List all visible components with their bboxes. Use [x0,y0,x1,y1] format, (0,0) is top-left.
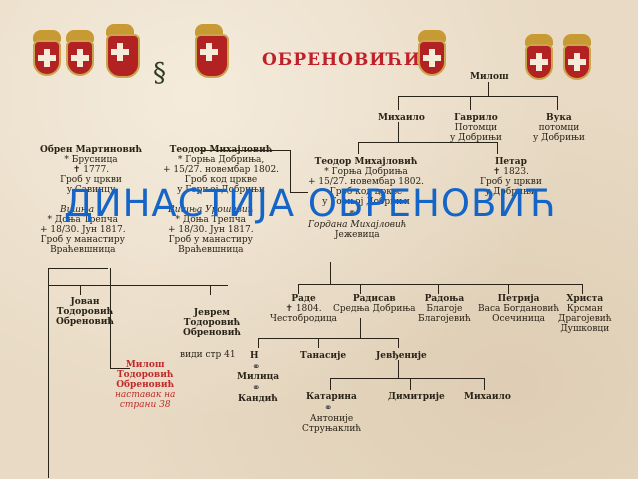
node-teodor-1-wife: Вишња Урошевић * Доња Трепча + 18/30. Ју… [168,205,254,255]
coat-of-arms-icon [106,34,140,78]
node-gavrilo: Гаврило Потомци у Добрињи [450,113,502,143]
crown-icon [33,30,61,42]
node-jevrem: Јеврем Тодоровић Обреновић [183,308,241,338]
crown-icon [525,34,553,46]
node-teodor-1: Теодор Михајловић * Горња Добриња, + 15/… [163,145,280,195]
node-milos-red: Милош Тодоровић Обреновић наставак на ст… [115,360,176,410]
coat-of-arms-icon [66,40,94,76]
node-mihailo-2: Михаило [464,392,511,402]
node-petar: Петар ✝ 1823. Гроб у цркви у Добрињи [480,157,542,197]
marriage-rings-icon: ⚭ [252,362,261,373]
node-radisav: Радисав Средња Добриња [333,294,416,314]
node-kandic: Кандић [238,394,278,404]
crown-icon [563,34,591,46]
crown-icon [66,30,94,42]
node-dimitrije: Димитрије [388,392,445,402]
node-see-page-41: види стр 41 [180,350,236,360]
coat-of-arms-icon [563,44,591,80]
node-teodor-2-wife: Гордана Михајловић Јежевица [308,220,407,240]
coat-of-arms-icon [418,40,446,76]
node-tanasije: Танасије [300,351,347,361]
node-n: Н [250,351,259,361]
node-radonja: Радоња Благоје Благојевић [418,294,471,324]
dynasty-header-title: ОБРЕНОВИЋИ [262,50,421,70]
node-jovan: Јован Тодоровић Обреновић [56,297,114,327]
node-hrista: Христа Крсман Драгојевић Душковци [558,294,612,334]
dynasty-overlay-title: ДИНАСТИЈА ОБРЕНОВИЋ [64,182,557,225]
crown-icon [195,24,223,36]
node-katarina: Катарина [306,392,357,402]
node-milica: Милица [237,372,280,382]
node-obren: Обрен Мартиновић * Брусница ✝ 1777. Гроб… [40,145,142,195]
node-jevdjenije: Јевђеније [376,351,427,361]
coat-of-arms-icon [525,44,553,80]
node-teodor-2: Теодор Михајловић * Горња Добриња + 15/2… [308,157,425,207]
node-petrija: Петрија Васа Богдановић Осечиница [478,294,560,324]
coat-of-arms-icon [33,40,61,76]
marriage-rings-icon: ⚭ [348,208,357,219]
marriage-rings-icon: ⚭ [252,383,261,394]
node-obren-wife: Вишња ... * Доња Трепча + 18/30. Јун 181… [40,205,126,255]
node-vuka: Вука потомци у Добрињи [533,113,585,143]
crown-icon [418,30,446,42]
node-rade: Раде ✝ 1804. Честобродица [270,294,338,324]
node-milos-top: Милош [470,72,509,82]
marriage-rings-icon: ⚭ [324,403,333,414]
node-mihailo: Михаило [378,113,425,123]
coat-of-arms-icon [195,34,229,78]
crown-icon [106,24,134,36]
serpent-emblem-icon: § [153,58,166,88]
node-antonije: Антоније Струњаклић [302,414,362,434]
